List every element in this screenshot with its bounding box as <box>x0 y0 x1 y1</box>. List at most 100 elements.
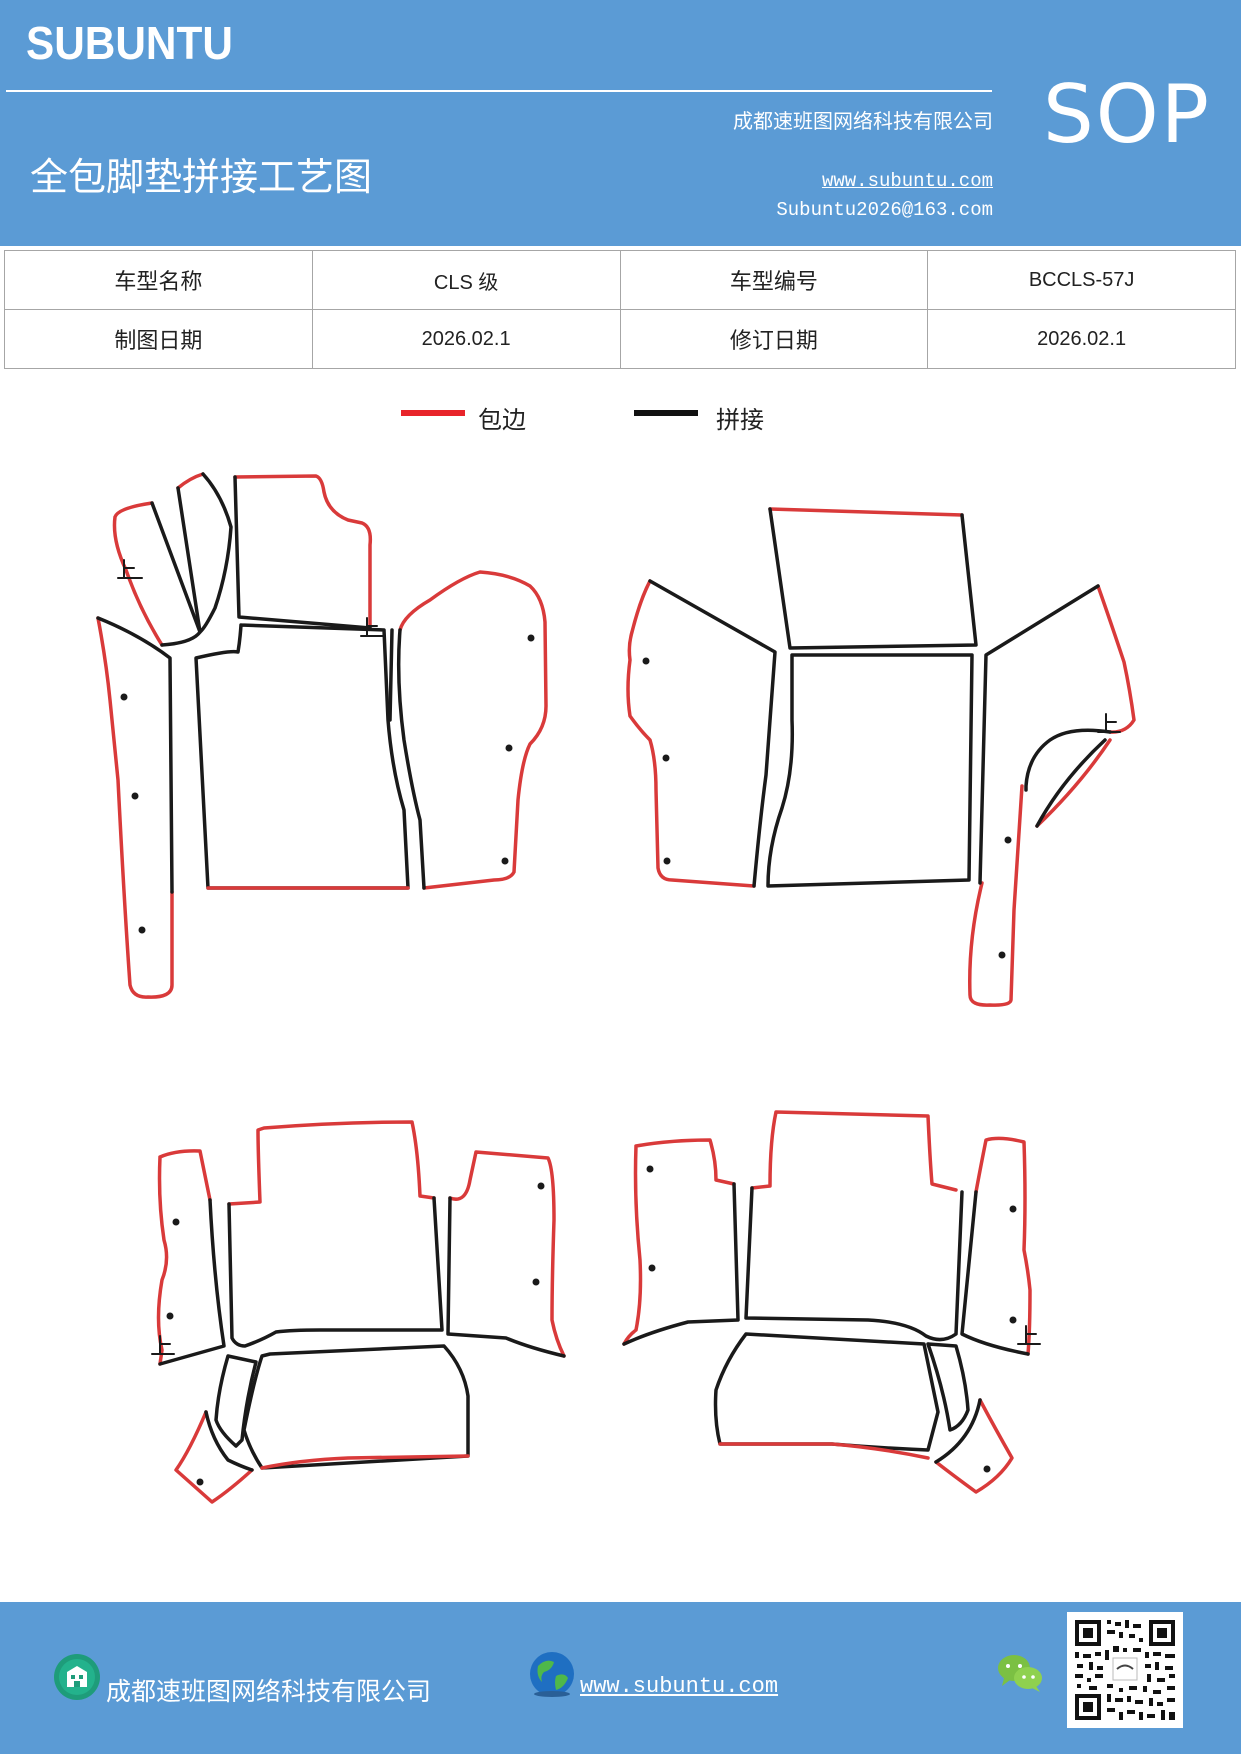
mount-dot <box>998 951 1006 959</box>
mount-dot <box>532 1278 540 1286</box>
mat-group-rear-right <box>622 1110 1041 1494</box>
mount-dot <box>120 693 128 701</box>
footer-website-link[interactable]: www.subuntu.com <box>580 1674 779 1699</box>
website-link[interactable]: www.subuntu.com <box>821 170 993 192</box>
mat-piece-outline <box>968 584 1136 1007</box>
sop-mark: SOP <box>1043 68 1211 161</box>
mat-piece-outline <box>227 1120 436 1206</box>
up-mark-icon <box>151 1335 175 1355</box>
mat-piece-seam <box>388 628 426 890</box>
mount-dot <box>662 754 670 762</box>
mat-piece-seam <box>233 475 372 630</box>
mount-dot <box>1009 1205 1017 1213</box>
mat-piece-outline <box>260 1454 470 1470</box>
mat-piece-outline <box>626 579 756 888</box>
mount-dot <box>138 926 146 934</box>
mat-piece-outline <box>448 1150 566 1358</box>
up-mark-icon <box>117 559 143 579</box>
mat-piece-seam <box>926 1342 970 1432</box>
mat-piece-seam <box>194 623 410 890</box>
mat-piece-seam <box>242 1344 470 1470</box>
brand-logo: SUBUNTU <box>26 17 233 69</box>
revision-date-label: 修订日期 <box>619 309 929 369</box>
mount-dot <box>646 1165 654 1173</box>
model-name-value: CLS 级 <box>311 250 621 310</box>
document-title: 全包脚垫拼接工艺图 <box>30 155 373 199</box>
up-mark-icon <box>360 617 386 637</box>
legend-label-seam: 拼接 <box>716 406 764 434</box>
mount-dot <box>172 1218 180 1226</box>
contact-email: Subuntu2026@163.com <box>776 199 993 221</box>
mat-piece-seam <box>446 1196 566 1358</box>
mount-dot <box>131 792 139 800</box>
mat-piece-seam <box>934 1398 982 1464</box>
footer-banner: 成都速班图网络科技有限公司 www.subuntu.com <box>0 1602 1241 1754</box>
company-name: 成都速班图网络科技有限公司 <box>733 109 993 133</box>
floor-mat-diagram <box>96 472 1136 1504</box>
up-mark-icon <box>1097 713 1121 733</box>
mount-dot <box>1009 1316 1017 1324</box>
draw-date-label: 制图日期 <box>4 309 313 369</box>
mat-piece-outline <box>176 472 205 490</box>
model-name-label: 车型名称 <box>4 250 313 310</box>
mat-piece-seam <box>227 1196 444 1348</box>
header-banner: SUBUNTU 成都速班图网络科技有限公司 SOP 全包脚垫拼接工艺图 www.… <box>0 0 1241 246</box>
revision-date-value: 2026.02.1 <box>927 309 1236 369</box>
mount-dot <box>527 634 535 642</box>
mat-piece-seam <box>766 653 974 888</box>
mat-piece-seam <box>744 1186 964 1342</box>
mat-piece-seam <box>176 472 233 634</box>
legend-label-edge: 包边 <box>478 406 526 434</box>
mount-dot <box>983 1465 991 1473</box>
mat-group-front-left <box>96 472 548 999</box>
mat-piece-outline <box>622 1138 736 1346</box>
building-icon <box>54 1654 100 1700</box>
legend-swatch-edge <box>401 410 465 416</box>
globe-icon <box>530 1652 574 1697</box>
draw-date-value: 2026.02.1 <box>311 309 621 369</box>
legend: 包边 拼接 <box>0 400 1241 440</box>
mat-piece-seam <box>648 579 777 888</box>
mat-piece-outline <box>233 474 373 630</box>
table-row: 车型名称 CLS 级 车型编号 BCCLS-57J <box>4 250 1236 310</box>
mat-group-front-right <box>626 507 1136 1007</box>
model-code-label: 车型编号 <box>619 250 929 310</box>
mat-piece-seam <box>768 507 978 650</box>
mat-piece-outline <box>768 507 964 517</box>
mat-piece-outline <box>718 1442 930 1460</box>
qr-code[interactable] <box>1067 1612 1183 1728</box>
mat-piece-seam <box>978 584 1112 885</box>
mat-piece-outline <box>934 1398 1014 1494</box>
footer-company-name: 成都速班图网络科技有限公司 <box>106 1677 432 1706</box>
mat-piece-seam <box>214 1354 258 1448</box>
mat-piece-seam <box>96 616 174 894</box>
mat-piece-seam <box>158 1198 226 1366</box>
mat-piece-outline <box>974 1136 1032 1356</box>
up-mark-icon <box>1017 1325 1041 1345</box>
legend-swatch-seam <box>634 410 698 416</box>
model-info-table: 车型名称 CLS 级 车型编号 BCCLS-57J 制图日期 2026.02.1… <box>4 250 1236 369</box>
mat-piece-outline <box>750 1110 958 1192</box>
wechat-icon <box>998 1655 1042 1692</box>
mat-piece-outline <box>96 616 174 999</box>
mat-piece-outline <box>156 1149 212 1366</box>
mount-dot <box>642 657 650 665</box>
mount-dot <box>1004 836 1012 844</box>
mat-piece-outline <box>112 501 164 647</box>
mat-piece-seam <box>204 1410 254 1472</box>
mount-dot <box>648 1264 656 1272</box>
model-code-value: BCCLS-57J <box>927 250 1236 310</box>
mat-piece-seam <box>713 1332 940 1452</box>
mount-dot <box>166 1312 174 1320</box>
header-divider <box>6 90 992 92</box>
mat-piece-outline <box>174 1410 254 1504</box>
mount-dot <box>196 1478 204 1486</box>
mat-piece-seam <box>960 1190 1030 1356</box>
mount-dot <box>505 744 513 752</box>
mat-group-rear-left <box>151 1120 566 1504</box>
mount-dot <box>537 1182 545 1190</box>
table-row: 制图日期 2026.02.1 修订日期 2026.02.1 <box>4 309 1236 369</box>
mat-piece-seam <box>622 1182 740 1346</box>
mount-dot <box>663 857 671 865</box>
mat-piece-outline <box>398 570 548 890</box>
